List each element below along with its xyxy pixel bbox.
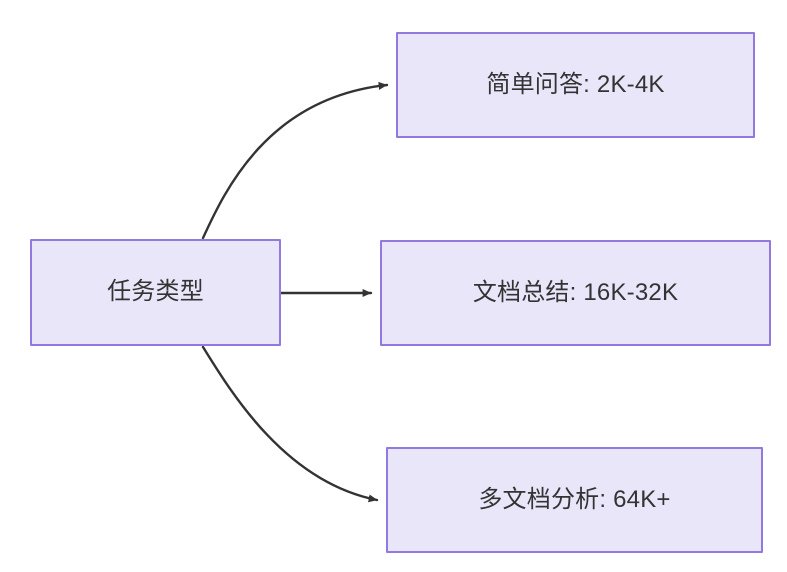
- node-multi-doc-analysis[interactable]: 多文档分析: 64K+: [386, 447, 763, 553]
- node-simple-qa-label: 简单问答: 2K-4K: [486, 70, 665, 98]
- node-doc-summary-label: 文档总结: 16K-32K: [472, 278, 679, 306]
- node-doc-summary[interactable]: 文档总结: 16K-32K: [380, 240, 771, 346]
- node-task-type[interactable]: 任务类型: [30, 239, 281, 346]
- edge-multi-doc-analysis: [201, 345, 379, 503]
- node-task-type-label: 任务类型: [107, 278, 204, 306]
- node-multi-doc-analysis-label: 多文档分析: 64K+: [478, 485, 671, 513]
- edge-simple-qa: [201, 81, 389, 240]
- node-simple-qa[interactable]: 简单问答: 2K-4K: [396, 32, 755, 138]
